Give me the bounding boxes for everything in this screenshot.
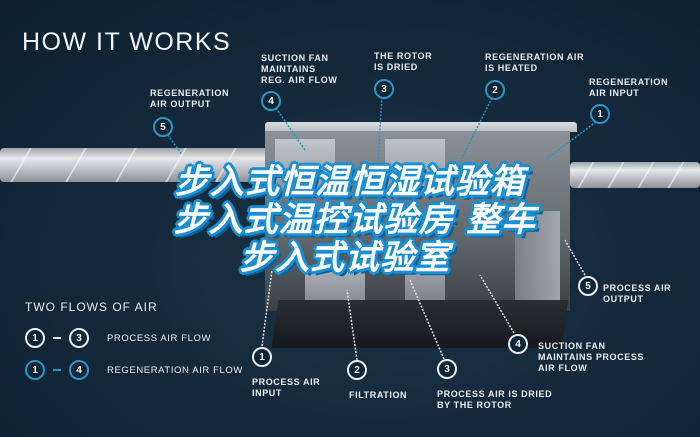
callout-number-4-top: 4 — [261, 91, 281, 111]
callout-number-2-top: 2 — [485, 80, 505, 100]
callout-regen-air-input-label: REGENERATION AIR INPUT — [589, 77, 669, 98]
callout-number-5-top: 5 — [153, 117, 173, 137]
legend-title: TWO FLOWS OF AIR — [25, 300, 158, 314]
page-title: HOW IT WORKS — [22, 28, 232, 56]
callout-process-air-input-label: PROCESS AIR INPUT — [252, 377, 321, 398]
legend-label: PROCESS AIR FLOW — [107, 332, 212, 344]
callout-process-air-output-label: PROCESS AIR OUTPUT — [603, 283, 672, 304]
overlay-banner-line-3: 步入式试验室 — [240, 238, 450, 278]
callout-number-3-bottom: 3 — [437, 359, 457, 379]
overlay-banner-line-2: 步入式温控试验房 整车 — [173, 200, 537, 240]
legend-from-number: 1 — [25, 328, 45, 348]
overlay-banner-line-1: 步入式恒温恒湿试验箱 — [175, 162, 525, 202]
legend-to-number: 4 — [69, 360, 89, 380]
dehumidifier-unit — [265, 131, 570, 311]
legend-label: REGENERATION AIR FLOW — [107, 364, 243, 376]
machine-top-panel — [265, 122, 577, 132]
side-panel — [515, 211, 560, 301]
callout-suction-fan-process-label: SUCTION FAN MAINTAINS PROCESS AIR FLOW — [538, 341, 645, 373]
callout-number-5-bottom: 5 — [578, 276, 598, 296]
callout-number-1-bottom: 1 — [252, 347, 272, 367]
callout-regen-heated-label: REGENERATION AIR IS HEATED — [485, 52, 585, 73]
legend-dash — [53, 369, 61, 371]
legend-to-number: 3 — [69, 328, 89, 348]
callout-suction-fan-reg-label: SUCTION FAN MAINTAINS REG. AIR FLOW — [261, 53, 338, 85]
callout-number-1-top: 1 — [590, 104, 610, 124]
callout-regen-air-output-label: REGENERATION AIR OUTPUT — [150, 88, 230, 109]
regeneration-input-duct — [570, 162, 700, 188]
callout-process-air-dried-label: PROCESS AIR IS DRIED BY THE ROTOR — [437, 389, 553, 410]
legend-from-number: 1 — [25, 360, 45, 380]
legend-dash — [53, 337, 61, 339]
callout-rotor-dried-label: THE ROTOR IS DRIED — [374, 51, 433, 72]
legend-row-regeneration: 1 4 REGENERATION AIR FLOW — [25, 360, 243, 380]
rotor-housing — [275, 139, 335, 189]
callout-filtration-label: FILTRATION — [349, 390, 408, 400]
heater-section — [385, 139, 445, 194]
callout-number-3-top: 3 — [374, 79, 394, 99]
regeneration-output-duct — [0, 148, 270, 182]
callout-number-2-bottom: 2 — [347, 360, 367, 380]
callout-number-4-bottom: 4 — [508, 334, 528, 354]
legend-row-process: 1 3 PROCESS AIR FLOW — [25, 328, 243, 348]
legend: TWO FLOWS OF AIR 1 3 PROCESS AIR FLOW 1 … — [25, 300, 243, 380]
